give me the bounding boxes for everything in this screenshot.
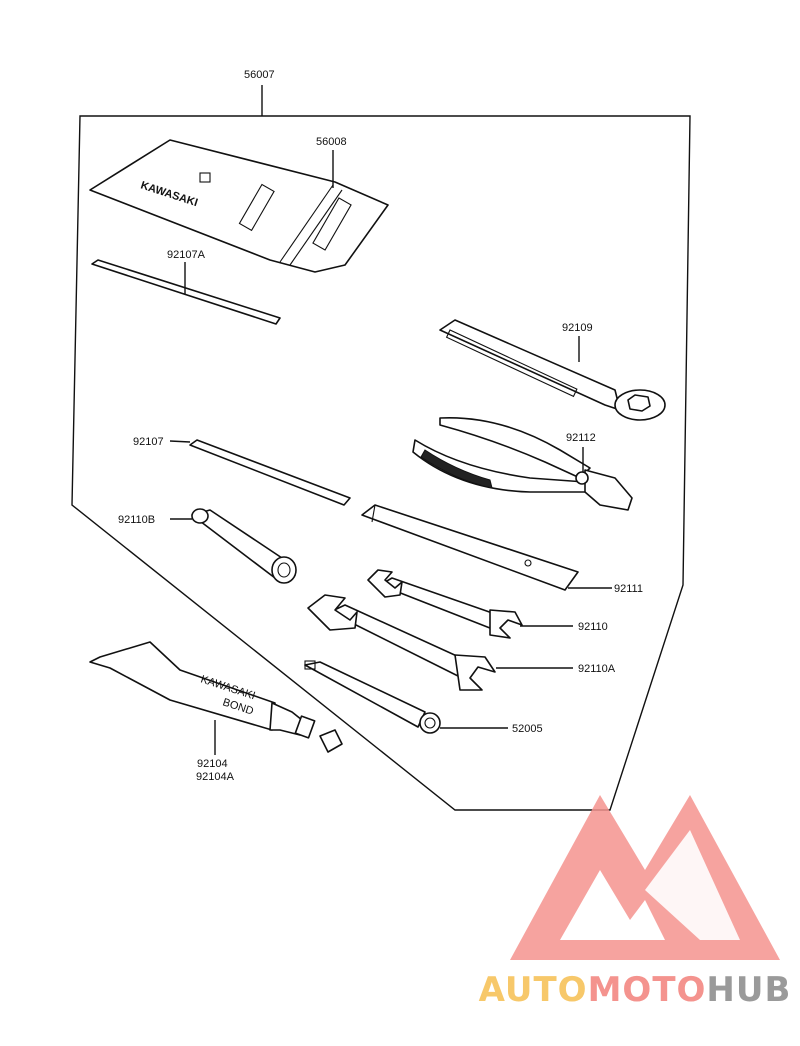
part-number-92110A: 92110A	[578, 663, 616, 675]
part-number-92107A: 92107A	[167, 249, 206, 261]
kit-boundary	[71, 115, 691, 811]
part-number-92104A: 92104A	[196, 771, 235, 783]
part-number-56008: 56008	[316, 136, 347, 148]
bond-tube: KAWASAKI BOND	[89, 641, 343, 753]
watermark-auto: AUTO	[478, 970, 588, 1010]
watermark-triangle-logo	[510, 795, 780, 960]
part-number-92110B: 92110B	[118, 514, 155, 526]
part-number-52005: 52005	[512, 723, 543, 735]
part-number-92112: 92112	[566, 432, 596, 444]
pliers-92112	[412, 416, 633, 511]
watermark-wordmark: AUTOMOTOHUB	[470, 970, 800, 1010]
leader-92107	[169, 440, 191, 443]
open-end-wrench-92110	[367, 569, 523, 639]
automotohub-watermark: AUTOMOTOHUB	[470, 790, 800, 1030]
screwdriver-92107	[189, 439, 351, 506]
part-number-56007: 56007	[244, 69, 275, 81]
extension-bar-52005	[304, 660, 441, 734]
box-wrench-92110B	[191, 508, 297, 584]
part-number-92107: 92107	[133, 436, 164, 448]
screwdriver-shaft-92107A	[91, 259, 281, 325]
tool-bag: KAWASAKI	[89, 139, 389, 273]
ring-wrench-92109	[439, 319, 666, 421]
part-number-92104: 92104	[197, 758, 228, 770]
watermark-hub: HUB	[706, 970, 792, 1010]
handle-bar-92111	[361, 504, 579, 591]
part-number-92109: 92109	[562, 322, 593, 334]
part-number-92110: 92110	[578, 621, 608, 633]
open-end-wrench-92110A	[307, 594, 496, 691]
part-number-92111: 92111	[614, 583, 643, 595]
watermark-moto: MOTO	[587, 970, 707, 1010]
